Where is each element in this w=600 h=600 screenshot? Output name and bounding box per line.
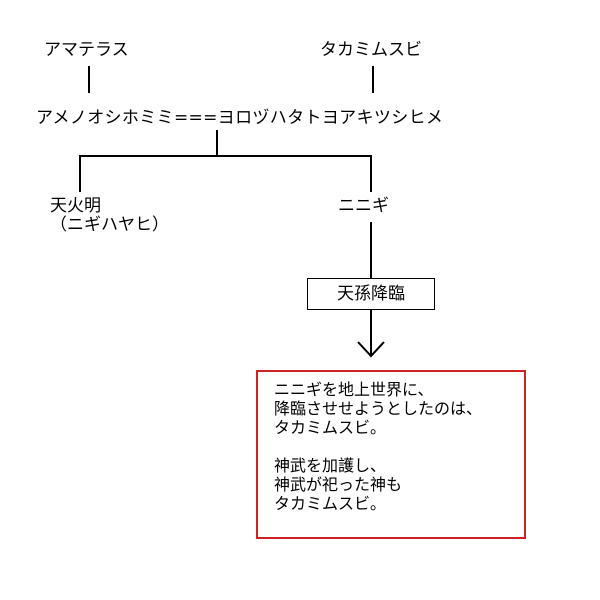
descent-stem xyxy=(216,130,218,156)
amaterasu-connector xyxy=(88,66,90,93)
down-arrow-icon xyxy=(357,310,385,358)
note-line: タカミムスビ。 xyxy=(274,418,387,437)
amaterasu-label: アマテラス xyxy=(44,40,129,60)
tenson-korin-box: 天孫降臨 xyxy=(307,278,435,310)
children-branch xyxy=(79,155,372,157)
note-line: ニニギを地上世界に、 xyxy=(274,380,434,399)
ninigi-label: ニニギ xyxy=(338,196,389,216)
note-box: ニニギを地上世界に、 降臨させせようとしたのは、 タカミムスビ。 神武を加護し、… xyxy=(256,370,526,539)
couple-label: アメノオシホミミ===ヨロヅハタトヨアキツシヒメ xyxy=(36,108,444,128)
amenohoakari-alias: （ニギハヤヒ） xyxy=(50,215,169,235)
note-line: 神武が祀った神も xyxy=(274,475,403,494)
note-line: 降臨させせようとしたのは、 xyxy=(274,399,483,418)
note-line: タカミムスビ。 xyxy=(274,494,387,513)
takamimusubi-label: タカミムスビ xyxy=(320,40,422,60)
takamimusubi-connector xyxy=(372,66,374,93)
ninigi-drop xyxy=(370,155,372,192)
amenohoakari-drop xyxy=(79,155,81,192)
ninigi-to-event-connector xyxy=(370,222,372,279)
amenohoakari-label: 天火明 xyxy=(50,196,101,216)
note-line: 神武を加護し、 xyxy=(274,456,387,475)
